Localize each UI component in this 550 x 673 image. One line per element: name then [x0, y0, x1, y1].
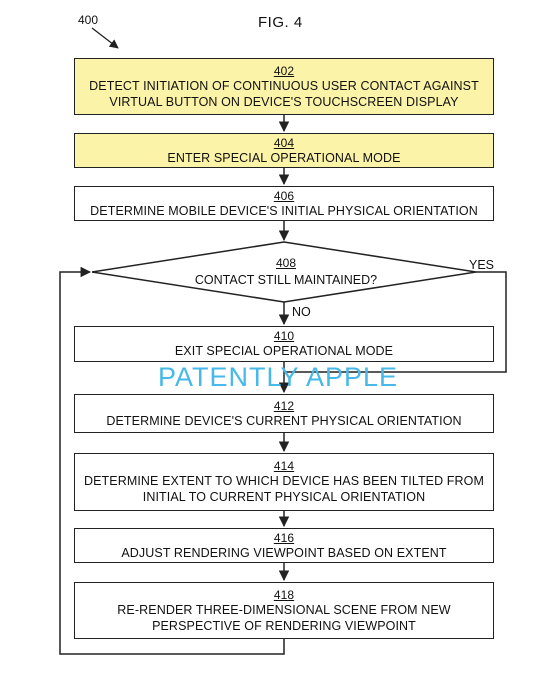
step-number: 404: [273, 135, 295, 150]
step-number: 410: [273, 329, 295, 343]
step-402-box: 402 DETECT INITIATION OF CONTINUOUS USER…: [74, 58, 494, 115]
figure-reference: 400: [78, 13, 99, 27]
step-label-line: VIRTUAL BUTTON ON DEVICE'S TOUCHSCREEN D…: [109, 94, 459, 109]
step-number: 406: [273, 188, 295, 203]
yes-branch-line: [284, 271, 507, 373]
step-label-line: DETECT INITIATION OF CONTINUOUS USER CON…: [89, 78, 479, 93]
ref-arrow: [91, 27, 119, 49]
decision-number: 408: [275, 256, 297, 270]
step-416-box: 416 ADJUST RENDERING VIEWPOINT BASED ON …: [74, 528, 494, 563]
step-412-box: 412 DETERMINE DEVICE'S CURRENT PHYSICAL …: [74, 394, 494, 433]
loop-back-line: [59, 266, 285, 655]
step-label-line: INITIAL TO CURRENT PHYSICAL ORIENTATION: [142, 490, 426, 504]
step-label-line: DETERMINE EXTENT TO WHICH DEVICE HAS BEE…: [83, 474, 485, 488]
step-number: 412: [273, 398, 295, 413]
step-label-line: RE-RENDER THREE-DIMENSIONAL SCENE FROM N…: [117, 602, 451, 617]
step-414-box: 414 DETERMINE EXTENT TO WHICH DEVICE HAS…: [74, 453, 494, 511]
decision-label: CONTACT STILL MAINTAINED?: [194, 273, 378, 287]
step-418-box: 418 RE-RENDER THREE-DIMENSIONAL SCENE FR…: [74, 582, 494, 639]
step-label-line: EXIT SPECIAL OPERATIONAL MODE: [174, 344, 394, 358]
step-406-box: 406 DETERMINE MOBILE DEVICE'S INITIAL PH…: [74, 186, 494, 221]
step-number: 416: [273, 530, 295, 545]
step-number: 402: [273, 63, 295, 78]
step-number: 414: [273, 459, 295, 473]
step-410-box: 410 EXIT SPECIAL OPERATIONAL MODE: [74, 326, 494, 362]
step-label-line: ADJUST RENDERING VIEWPOINT BASED ON EXTE…: [121, 545, 447, 560]
watermark: PATENTLY APPLE: [157, 362, 399, 392]
no-label: NO: [292, 305, 311, 319]
decision-diamond: [91, 241, 477, 303]
step-label-line: ENTER SPECIAL OPERATIONAL MODE: [167, 150, 401, 165]
step-label-line: DETERMINE MOBILE DEVICE'S INITIAL PHYSIC…: [90, 203, 478, 218]
step-number: 418: [273, 587, 295, 602]
step-label-line: DETERMINE DEVICE'S CURRENT PHYSICAL ORIE…: [106, 413, 462, 428]
yes-label: YES: [469, 258, 495, 272]
step-404-box: 404 ENTER SPECIAL OPERATIONAL MODE: [74, 133, 494, 168]
figure-title: FIG. 4: [258, 14, 303, 31]
step-label-line: PERSPECTIVE OF RENDERING VIEWPOINT: [152, 618, 416, 633]
